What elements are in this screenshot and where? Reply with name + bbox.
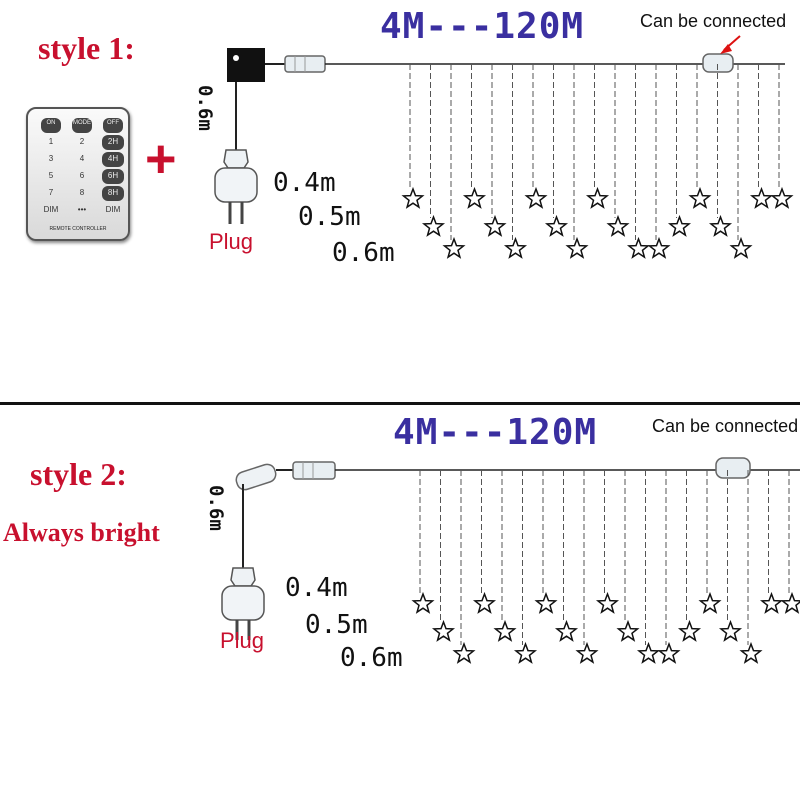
remote-button: 2: [79, 137, 85, 146]
style-1-curtain-diagram: [214, 35, 794, 259]
star-icon: [565, 236, 589, 259]
drop-length-04: 0.4m: [273, 168, 336, 198]
remote-button: OFF: [103, 118, 123, 133]
remote-button: 6H: [102, 169, 124, 184]
remote-button: 2H: [102, 135, 124, 150]
star-icon: [534, 591, 558, 614]
can-be-connected-label: Can be connected: [652, 416, 799, 436]
end-connector: [702, 53, 734, 73]
icicle-strands: [401, 64, 794, 259]
always-bright-label: Always bright: [3, 518, 160, 547]
length-title: 4M---120M: [380, 6, 585, 47]
star-icon: [718, 619, 743, 642]
star-icon: [780, 591, 800, 614]
star-icon: [616, 619, 640, 642]
drop-length-06: 0.6m: [332, 238, 395, 268]
length-title: 4M---120M: [393, 412, 598, 453]
star-icon: [729, 236, 753, 259]
remote-button: 6: [79, 171, 85, 180]
plug-label: Plug: [209, 229, 254, 254]
cord-length-label: 0.6m: [194, 85, 216, 131]
star-icon: [575, 641, 599, 664]
remote-button: DIM: [43, 205, 59, 214]
star-icon: [472, 591, 497, 614]
star-icon: [513, 641, 538, 664]
star-icon: [749, 186, 774, 209]
star-icon: [606, 214, 630, 237]
star-icon: [503, 236, 528, 259]
star-icon: [483, 214, 507, 237]
inline-housing: [235, 463, 277, 491]
star-icon: [401, 186, 425, 209]
section-divider: [0, 402, 800, 405]
star-icon: [554, 619, 579, 642]
star-icon: [411, 591, 435, 614]
remote-button: 4H: [102, 152, 124, 167]
star-icon: [739, 641, 763, 664]
star-icon: [626, 236, 651, 259]
star-icon: [688, 186, 712, 209]
drop-length-05: 0.5m: [298, 202, 361, 232]
star-icon: [421, 214, 446, 237]
plug-icon: [221, 567, 265, 640]
star-icon: [770, 186, 794, 209]
star-icon: [431, 619, 456, 642]
controller-box: [227, 48, 265, 82]
remote-button: ON: [41, 118, 61, 133]
remote-button: MODE: [72, 118, 92, 133]
star-icon: [544, 214, 569, 237]
style-1-panel: style 1: ON MODE OFF 1 2 2H 3 4 4H 5 6 6H 7 8 8H DIM •••…: [26, 6, 794, 268]
remote-controller: ON MODE OFF 1 2 2H 3 4 4H 5 6 6H 7 8 8H DIM ••• DIM REMOT…: [26, 107, 130, 241]
remote-button: 8: [79, 188, 85, 197]
star-icon: [636, 641, 661, 664]
remote-button: DIM: [105, 205, 121, 214]
star-icon: [698, 591, 722, 614]
drop-length-06: 0.6m: [340, 643, 403, 673]
controller-led: [233, 55, 239, 61]
style-2-title: style 2:: [30, 456, 127, 492]
plug-icon: [214, 149, 258, 224]
star-icon: [667, 214, 692, 237]
star-icon: [452, 641, 476, 664]
star-icon: [493, 619, 517, 642]
remote-footer-label: REMOTE CONTROLLER: [49, 226, 107, 232]
remote-indicator-dots: •••: [77, 205, 87, 214]
remote-button: 1: [48, 137, 54, 146]
style-2-panel: style 2: Always bright 4M---120M Can be …: [0, 400, 800, 800]
drop-length-04: 0.4m: [285, 573, 348, 603]
star-icon: [677, 619, 702, 642]
cord-length-label: 0.6m: [205, 485, 227, 531]
star-icon: [657, 641, 681, 664]
plug-label: Plug: [220, 628, 265, 653]
plus-sign: +: [145, 129, 177, 189]
drop-length-05: 0.5m: [305, 610, 368, 640]
remote-button: 4: [79, 154, 85, 163]
star-icon: [442, 236, 466, 259]
remote-button: 8H: [102, 186, 124, 201]
end-connector: [715, 457, 751, 479]
can-be-connected-label: Can be connected: [640, 11, 787, 31]
remote-button: 5: [48, 171, 54, 180]
remote-button: 7: [48, 188, 54, 197]
remote-button: 3: [48, 154, 54, 163]
star-icon: [524, 186, 548, 209]
star-icon: [647, 236, 671, 259]
style-2-curtain-diagram: [221, 457, 800, 664]
star-icon: [708, 214, 733, 237]
main-connector: [292, 461, 336, 480]
star-icon: [462, 186, 487, 209]
star-icon: [759, 591, 784, 614]
star-icon: [585, 186, 610, 209]
star-icon: [595, 591, 620, 614]
icicle-strands: [411, 470, 800, 664]
style-1-title: style 1:: [38, 30, 135, 66]
